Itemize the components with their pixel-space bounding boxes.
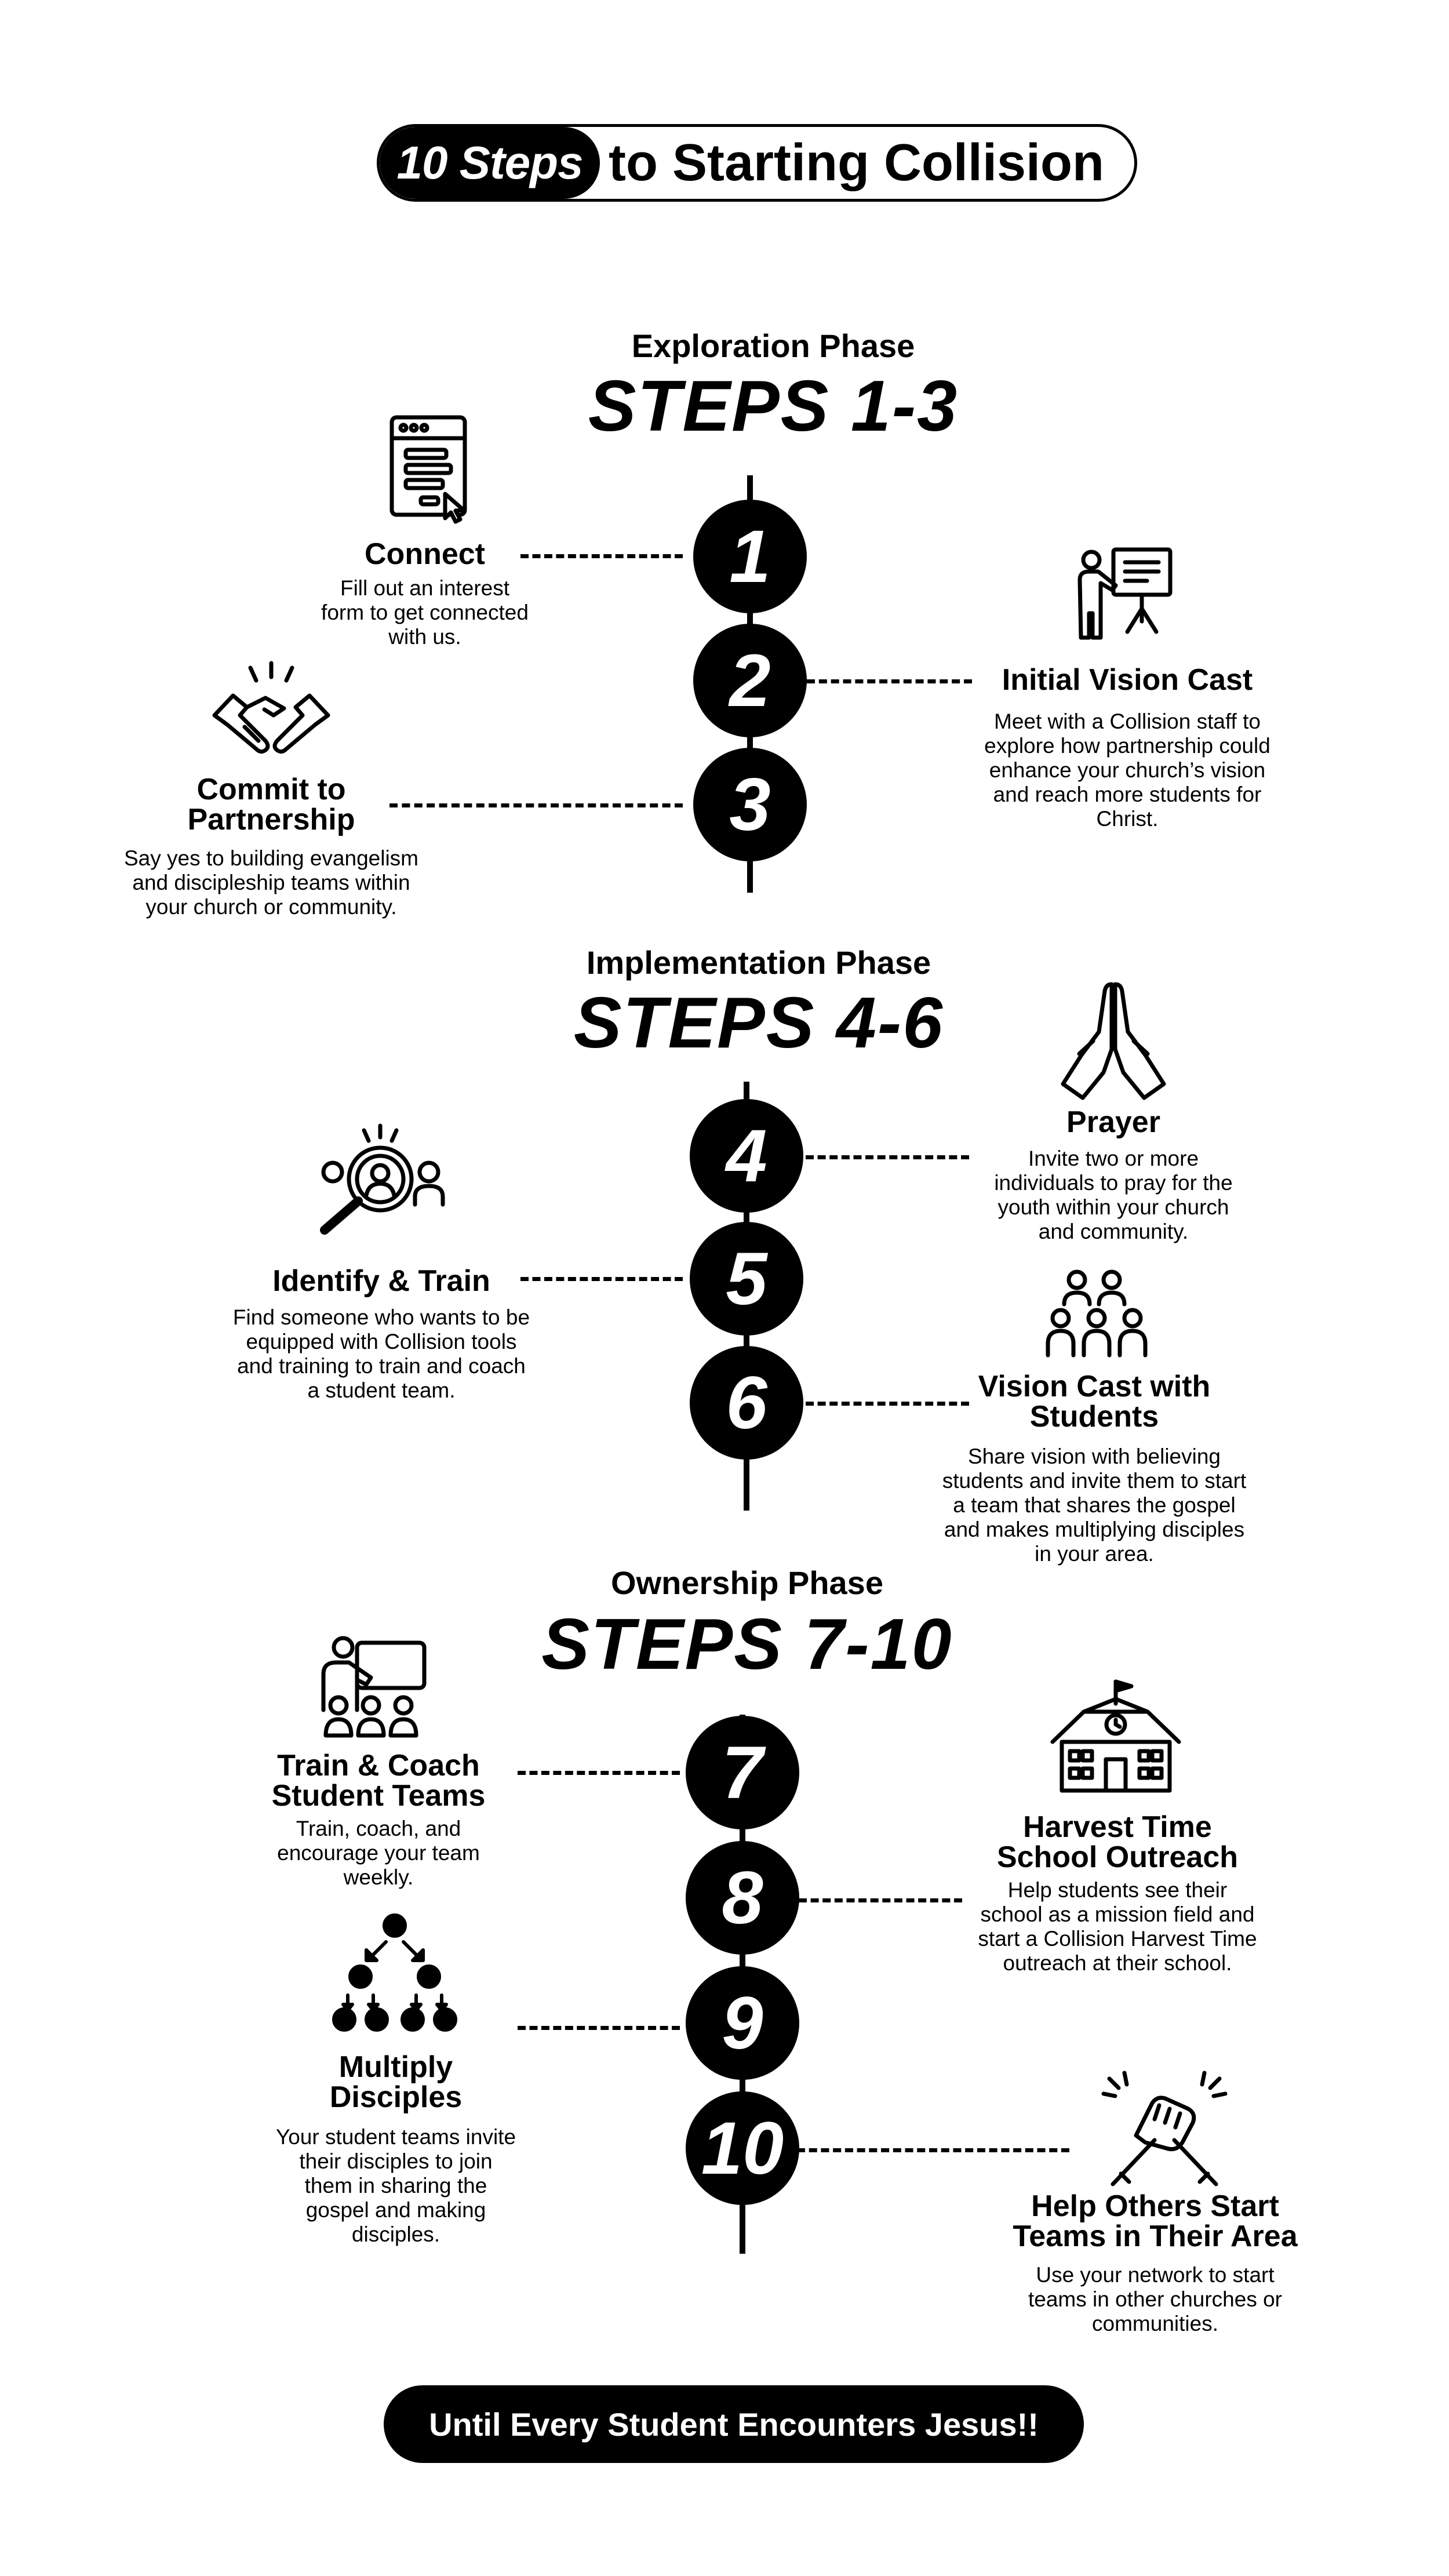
title-banner: 10 Steps to Starting Collision — [377, 124, 1137, 202]
step-5-description: Find someone who wants to be equipped wi… — [232, 1305, 530, 1402]
step-8-circle: 8 — [686, 1841, 799, 1955]
connector-1 — [520, 554, 683, 558]
step-3-title: Commit to Partnership — [187, 773, 355, 836]
clasped-hands-icon — [1101, 2071, 1228, 2188]
step-3-circle: 3 — [693, 748, 807, 861]
step-10-circle: 10 — [686, 2091, 799, 2205]
form-click-icon — [389, 415, 471, 525]
step-3-description: Say yes to building evangelism and disci… — [123, 846, 418, 919]
step-1-description: Fill out an interest form to get connect… — [321, 576, 529, 649]
connector-5 — [520, 1277, 683, 1281]
connector-8 — [799, 1898, 962, 1902]
phase-label-exploration: Exploration Phase — [631, 328, 915, 364]
presenter-icon — [1075, 545, 1174, 641]
search-person-icon — [307, 1123, 453, 1235]
phase-steps-implementation: STEPS 4-6 — [573, 983, 944, 1063]
step-10-title: Help Others Start Teams in Their Area — [1013, 2189, 1298, 2253]
step-8-title: Harvest Time School Outreach — [996, 1810, 1239, 1874]
step-4-title: Prayer — [1066, 1105, 1160, 1139]
step-8-description: Help students see their school as a miss… — [978, 1878, 1257, 1975]
connector-4 — [806, 1155, 969, 1159]
step-9-circle: 9 — [686, 1966, 799, 2080]
step-9-title: Multiply Disciples — [329, 2050, 463, 2114]
multiply-tree-icon — [330, 1913, 459, 2032]
praying-hands-icon — [1058, 980, 1168, 1101]
step-5-title: Identify & Train — [272, 1264, 490, 1298]
title-text: to Starting Collision — [609, 133, 1104, 192]
connector-10 — [797, 2148, 1069, 2152]
connector-9 — [518, 2026, 680, 2030]
connector-6 — [806, 1402, 969, 1406]
step-5-circle: 5 — [690, 1222, 803, 1336]
step-7-circle: 7 — [686, 1716, 799, 1829]
school-icon — [1049, 1678, 1182, 1794]
phase-label-implementation: Implementation Phase — [586, 944, 931, 981]
step-6-title: Vision Cast with Students — [978, 1370, 1211, 1433]
step-7-title: Train & Coach Student Teams — [271, 1749, 486, 1813]
step-6-description: Share vision with believing students and… — [942, 1445, 1247, 1566]
group-icon — [1043, 1268, 1153, 1360]
footer-banner: Until Every Student Encounters Jesus!! — [384, 2385, 1084, 2463]
connector-2 — [807, 679, 972, 683]
step-1-title: Connect — [365, 537, 485, 571]
step-6-circle: 6 — [690, 1346, 803, 1460]
title-highlight: 10 Steps — [380, 127, 600, 199]
step-9-description: Your student teams invite their disciple… — [275, 2125, 516, 2246]
step-7-description: Train, coach, and encourage your team we… — [277, 1817, 480, 1889]
step-4-description: Invite two or more individuals to pray f… — [994, 1147, 1233, 1243]
phase-label-ownership: Ownership Phase — [611, 1564, 883, 1601]
step-2-circle: 2 — [693, 624, 807, 737]
step-2-title: Initial Vision Cast — [1002, 663, 1253, 697]
connector-3 — [389, 803, 683, 807]
step-10-description: Use your network to start teams in other… — [1028, 2263, 1283, 2335]
teacher-board-icon — [315, 1635, 429, 1738]
step-2-description: Meet with a Collision staff to explore h… — [984, 710, 1270, 831]
connector-7 — [518, 1771, 680, 1775]
step-1-circle: 1 — [693, 500, 807, 613]
phase-steps-ownership: STEPS 7-10 — [541, 1604, 953, 1684]
step-4-circle: 4 — [690, 1099, 803, 1213]
phase-steps-exploration: STEPS 1-3 — [588, 366, 959, 446]
handshake-icon — [210, 660, 333, 764]
